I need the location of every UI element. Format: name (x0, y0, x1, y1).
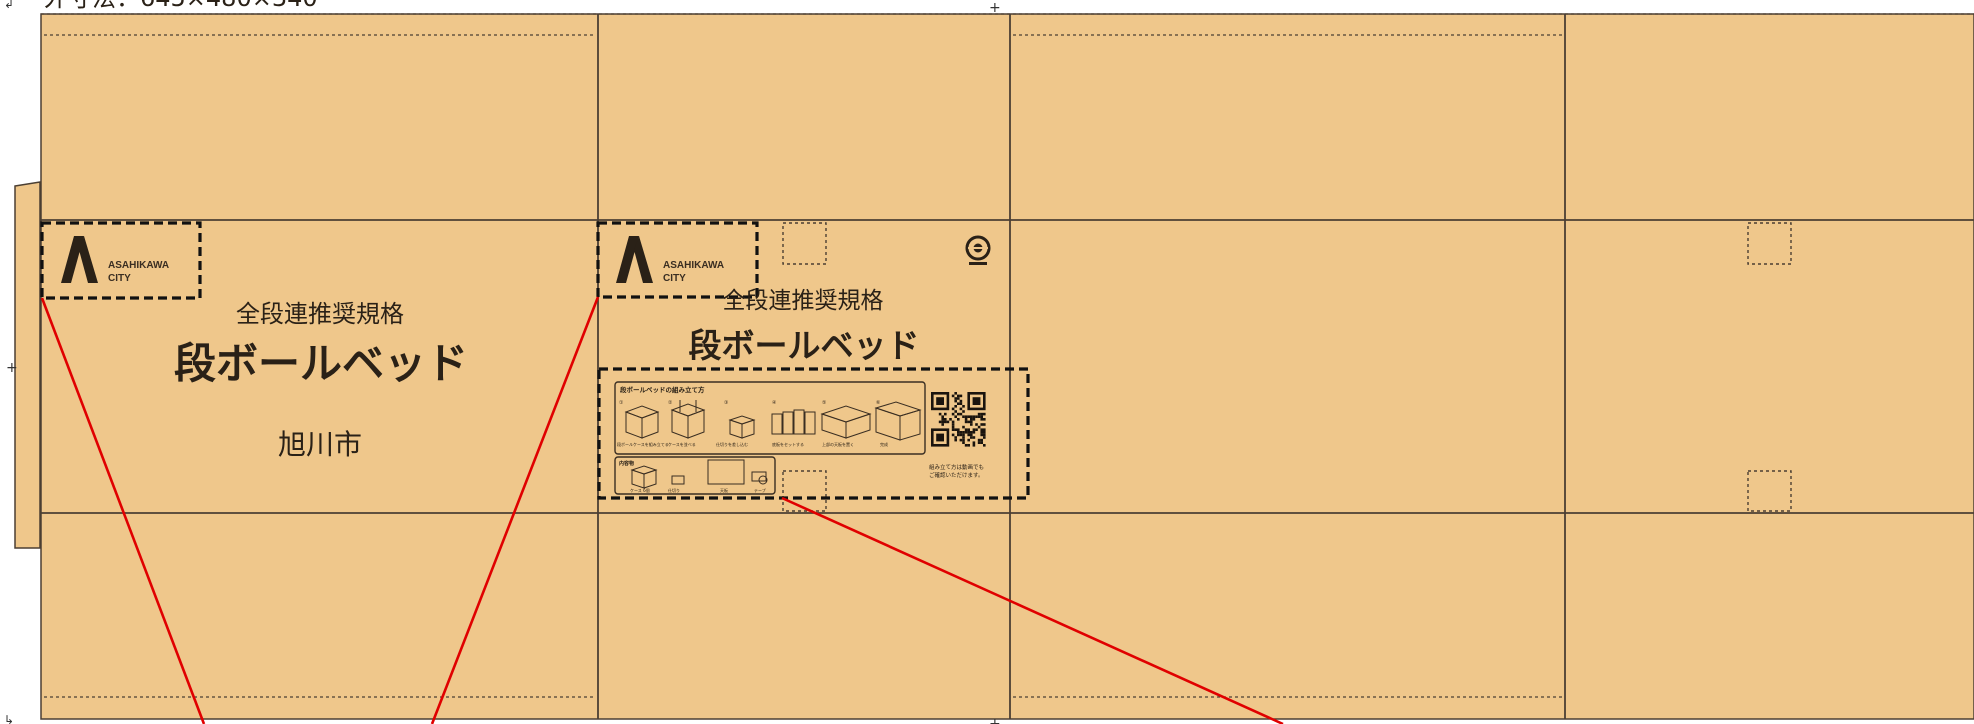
handle-cutout-2 (782, 470, 827, 512)
corner-mark-bottom: ↳ (4, 713, 14, 724)
left-product-title: 段ボールベッド (174, 339, 468, 388)
part-caption-2: 仕切り (668, 487, 680, 493)
handle-cutouts (782, 222, 1792, 512)
step-caption-2: ケースを並べる (668, 441, 696, 447)
step-captions: 段ボールケースを組み立てる ケースを並べる 仕切りを差し込む 底板をセットする … (617, 441, 888, 447)
handle-cutout-4 (1747, 470, 1792, 512)
dimensions-label: 外寸法：645×480×340 (44, 0, 318, 12)
part-divider-icon (671, 475, 685, 485)
step-5-bed-icon (820, 405, 872, 439)
step-caption-3: 仕切りを差し込む (716, 441, 748, 447)
left-standard-label: 全段連推奨規格 (236, 300, 404, 328)
svg-text:④: ④ (772, 400, 777, 406)
step-4-boxes-icon (771, 409, 816, 435)
step-numbers: ① ② ③ ④ ⑤ ⑥ (619, 400, 881, 406)
annotation-line-left-logo (40, 297, 206, 724)
center-logo-line1: ASAHIKAWA (663, 260, 724, 271)
step-caption-4: 底板をセットする (772, 441, 804, 447)
qr-caption-1: 組み立て方は動画でも (929, 463, 984, 471)
tab-mark: + (6, 360, 18, 376)
recycle-mark-icon (965, 235, 991, 265)
left-logo-frame (40, 221, 202, 300)
score-lines (41, 13, 1974, 698)
contents-label: 内容物 (619, 460, 634, 467)
left-logo-line2: CITY (108, 273, 131, 284)
step-6-bed-icon (874, 401, 922, 441)
qr-caption-2: ご確認いただけます。 (929, 471, 983, 479)
center-standard-label: 全段連推奨規格 (723, 288, 884, 314)
annotation-line-center-logo (430, 296, 600, 724)
part-caption-4: テープ (754, 487, 766, 493)
contents-box (614, 456, 776, 495)
register-mark-top: + (989, 0, 1001, 16)
center-logo-line2: CITY (663, 273, 686, 284)
part-case-icon (630, 465, 658, 489)
part-captions: ケース 6個 仕切り 天板 テープ (630, 487, 766, 493)
svg-text:①: ① (619, 400, 624, 406)
steps-box (614, 381, 926, 455)
part-caption-1: ケース 6個 (630, 487, 650, 493)
corner-mark: ↲ (4, 0, 14, 11)
instructions-title: 段ボールベッドの組み立て方 (620, 385, 705, 394)
svg-text:⑤: ⑤ (822, 400, 826, 406)
annotation-line-instructions (781, 496, 1284, 724)
glue-tab (14, 181, 41, 549)
part-caption-3: 天板 (720, 487, 728, 493)
parts-icons (630, 459, 768, 489)
step-1-box-icon (624, 405, 660, 439)
annotation-lines (40, 296, 1284, 724)
register-mark-bottom: + (989, 716, 1001, 724)
assembly-steps (624, 400, 922, 441)
svg-text:⑥: ⑥ (876, 400, 881, 406)
part-tape-icon (751, 471, 768, 485)
qr-code-icon (931, 392, 986, 447)
step-caption-1: 段ボールケースを組み立てる (617, 441, 669, 447)
instructions-frame (597, 367, 1030, 500)
step-3-box-icon (728, 415, 756, 439)
center-product-title: 段ボールベッド (689, 326, 920, 365)
asahikawa-logo-icon (61, 236, 98, 283)
step-2-box-icon (670, 400, 706, 439)
asahikawa-logo-icon-center (616, 236, 653, 283)
step-caption-6: 完成 (880, 441, 888, 447)
fold-lines-horizontal (41, 219, 1974, 514)
center-logo-frame (596, 221, 759, 299)
part-board-icon (707, 459, 745, 485)
svg-text:③: ③ (724, 400, 728, 406)
cardboard-sheet (40, 13, 1974, 720)
left-city-name: 旭川市 (278, 428, 362, 461)
svg-text:②: ② (668, 400, 673, 406)
step-caption-5: 上部の天板を置く (822, 441, 854, 447)
left-logo-line1: ASAHIKAWA (108, 260, 169, 271)
